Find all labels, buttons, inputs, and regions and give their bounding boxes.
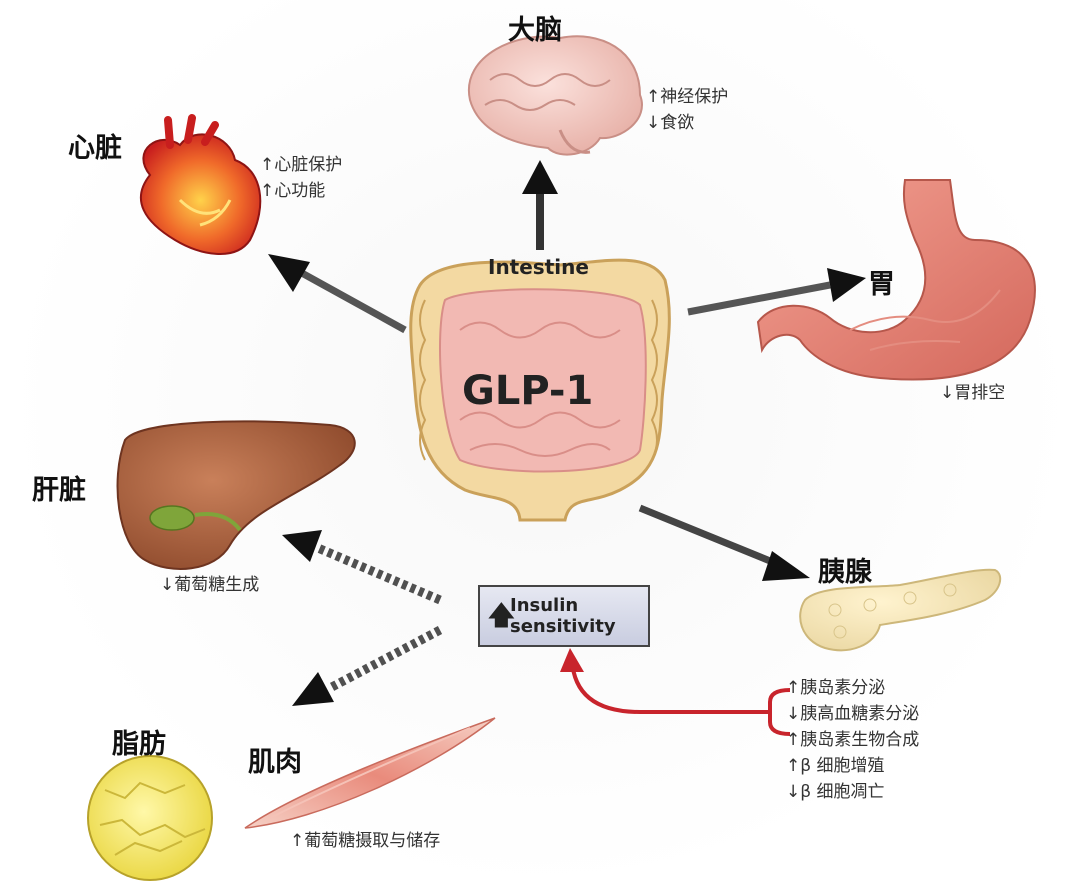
brain-illustration [467,35,643,156]
stomach-effect: ↓胃排空 [940,383,1006,403]
pancreas-label: 胰腺 [818,557,872,588]
muscle-effect: ↑葡萄糖摄取与储存 [290,831,441,851]
pancreas-illustration [799,568,1002,652]
pancreas-effect: ↓β 细胞凋亡 [786,782,885,802]
arrow-to-stomach [687,268,866,316]
insulin-sensitivity-label: Insulin sensitivity [510,595,616,637]
intestine-label: Intestine [488,255,589,279]
heart-effect: ↑心脏保护 [260,155,343,175]
feedback-arrow-pancreas-to-insulin [560,648,791,736]
brain-effects: ↑神经保护 ↓食欲 [646,84,728,136]
liver-effects: ↓葡萄糖生成 [160,572,259,598]
arrow-to-pancreas [638,504,810,581]
pancreas-effect: ↓胰高血糖素分泌 [786,704,920,724]
pancreas-effect: ↑胰岛素分泌 [786,678,886,698]
arrow-to-heart [268,254,407,334]
brain-label: 大脑 [508,15,562,46]
stomach-label: 胃 [868,269,895,300]
liver-label: 肝脏 [32,475,86,506]
up-arrow-icon: 🡅 [488,601,515,631]
pancreas-effect: ↑β 细胞增殖 [786,756,885,776]
intestine-illustration [409,258,671,522]
brain-effect: ↑神经保护 [646,87,729,107]
muscle-label: 肌肉 [248,747,302,778]
pancreas-effect: ↑胰岛素生物合成 [786,730,920,750]
insulin-sensitivity-box: 🡅 Insulin sensitivity [478,585,650,647]
arrow-to-brain [522,160,558,250]
muscle-effects: ↑葡萄糖摄取与储存 [290,828,440,854]
glp1-title: GLP-1 [462,368,594,414]
brain-effect: ↓食欲 [646,113,695,133]
fat-label: 脂肪 [112,729,166,760]
liver-illustration [116,420,356,570]
liver-effect: ↓葡萄糖生成 [160,575,260,595]
heart-effect: ↑心功能 [260,181,326,201]
dashed-arrow-to-liver [282,530,442,605]
heart-illustration [139,114,262,255]
pancreas-effects: ↑胰岛素分泌 ↓胰高血糖素分泌 ↑胰岛素生物合成 ↑β 细胞增殖 ↓β 细胞凋亡 [786,675,919,805]
heart-label: 心脏 [68,133,122,164]
fat-tissue-illustration [87,755,213,881]
stomach-illustration [756,179,1036,381]
muscle-illustration [244,717,496,829]
heart-effects: ↑心脏保护 ↑心功能 [260,152,342,204]
dashed-arrow-to-fat [292,626,443,706]
stomach-effects: ↓胃排空 [940,380,1005,406]
